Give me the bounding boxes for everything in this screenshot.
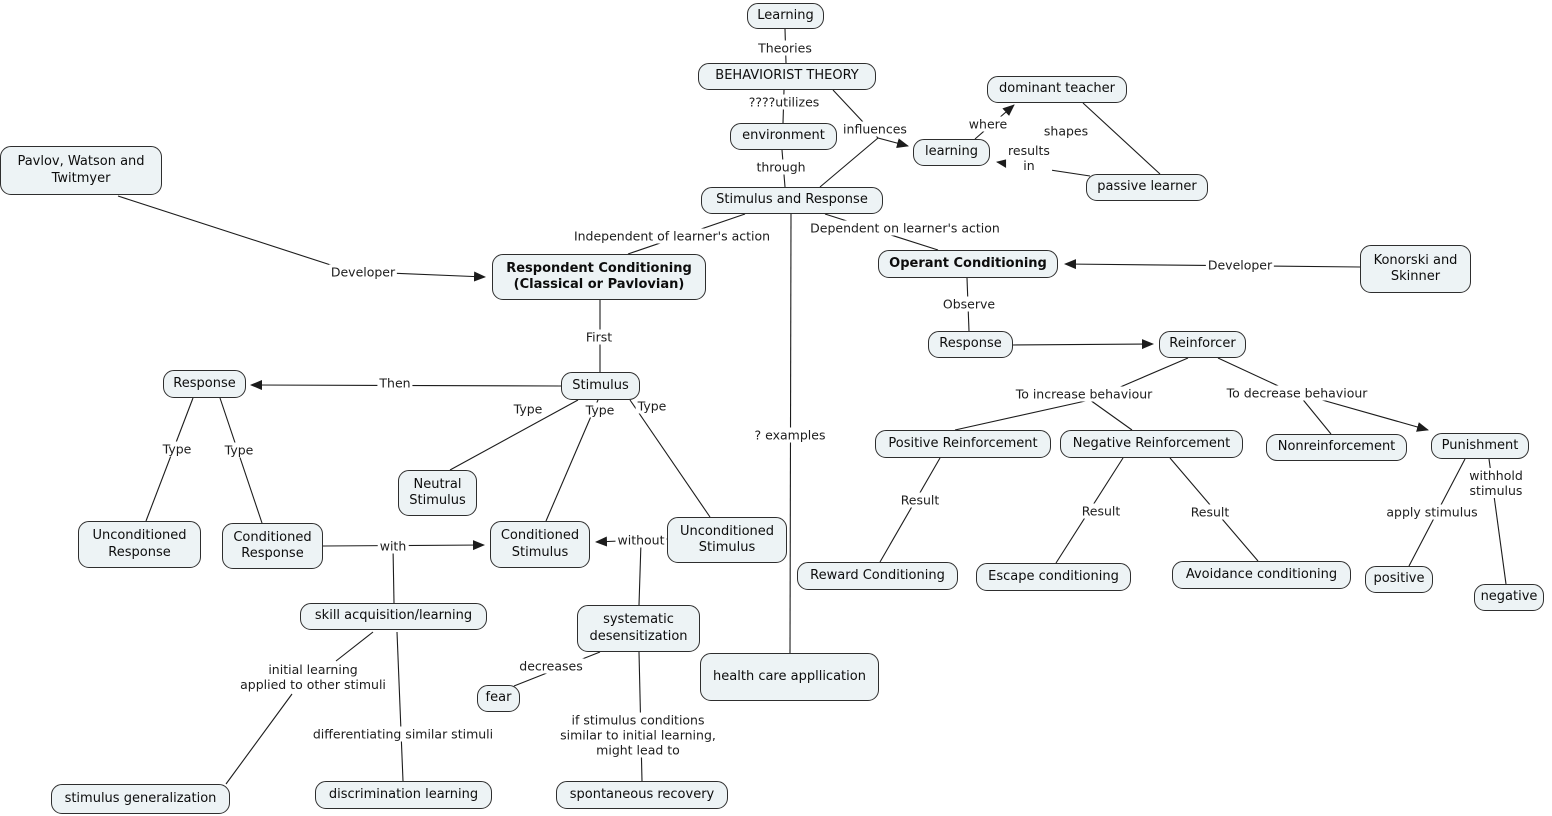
node-stimulus-generalization[interactable]: stimulus generalization [51, 784, 230, 814]
link-label-result: Result [1079, 503, 1123, 519]
node-conditioned-stimulus[interactable]: Conditioned Stimulus [490, 521, 590, 568]
link-label-initial-learning-applied-to-other-stimuli: initial learning applied to other stimul… [238, 662, 388, 692]
link-label-theories: Theories [756, 40, 814, 56]
node-positive-reinforcement[interactable]: Positive Reinforcement [875, 430, 1051, 458]
connector-line-25 [335, 631, 374, 662]
node-spontaneous-recovery[interactable]: spontaneous recovery [556, 781, 728, 809]
link-label-dependent-on-learner-s-action: Dependent on learner's action [808, 220, 1002, 236]
link-label-where: where [966, 116, 1010, 132]
connector-line-4 [819, 137, 879, 188]
node-stimulus-and-response[interactable]: Stimulus and Response [701, 187, 883, 214]
node-systematic-desensitization[interactable]: systematic desensitization [577, 605, 700, 652]
link-label-result: Result [898, 492, 942, 508]
node-dominant-teacher[interactable]: dominant teacher [987, 76, 1127, 103]
connector-line-20 [219, 397, 263, 524]
node-unconditioned-response[interactable]: Unconditioned Response [78, 521, 201, 568]
node-nonreinforcement[interactable]: Nonreinforcement [1266, 434, 1407, 461]
connector-line-38 [1307, 395, 1429, 432]
link-label-through: through [754, 159, 808, 175]
connector-line-39 [879, 457, 941, 563]
node-operant-conditioning[interactable]: Operant Conditioning [878, 250, 1058, 278]
link-label-type: Type [222, 442, 256, 458]
link-label-first: First [583, 329, 615, 345]
link-label-examples: ? examples [752, 427, 828, 443]
link-label-without: without [615, 532, 667, 548]
connector-line-24 [638, 541, 642, 606]
link-label-type: Type [583, 402, 617, 418]
node-health-care-application[interactable]: health care appllication [700, 653, 879, 701]
node-reinforcer[interactable]: Reinforcer [1159, 331, 1246, 358]
node-response[interactable]: Response [163, 370, 246, 398]
connector-line-19 [145, 397, 194, 522]
node-konorski-skinner[interactable]: Konorski and Skinner [1360, 245, 1471, 293]
node-conditioned-response[interactable]: Conditioned Response [222, 523, 323, 569]
node-positive[interactable]: positive [1365, 566, 1433, 593]
node-negative-reinforcement[interactable]: Negative Reinforcement [1060, 430, 1243, 458]
link-label-type: Type [511, 401, 545, 417]
link-label-type: Type [635, 398, 669, 414]
connector-line-35 [1089, 399, 1133, 431]
connector-line-22 [392, 546, 395, 604]
connector-line-18 [629, 399, 711, 518]
connector-line-32 [1012, 339, 1154, 350]
connector-line-16 [449, 399, 579, 471]
node-neutral-stimulus[interactable]: Neutral Stimulus [398, 470, 477, 516]
node-unconditioned-stimulus[interactable]: Unconditioned Stimulus [667, 517, 787, 563]
link-label-withhold-stimulus: withhold stimulus [1467, 468, 1525, 498]
connector-line-11 [117, 195, 341, 269]
link-label-developer: Developer [328, 264, 398, 280]
node-learning[interactable]: Learning [747, 3, 824, 29]
link-label-to-decrease-behaviour: To decrease behaviour [1224, 385, 1370, 401]
link-label-influences: influences [841, 121, 909, 137]
node-stimulus[interactable]: Stimulus [561, 372, 640, 400]
node-learning-outcome[interactable]: learning [913, 139, 990, 166]
link-label-type: Type [160, 441, 194, 457]
link-label-independent-of-learner-s-action: Independent of learner's action [571, 228, 773, 244]
node-behaviorist-theory[interactable]: BEHAVIORIST THEORY [698, 63, 876, 90]
node-respondent-conditioning[interactable]: Respondent Conditioning (Classical or Pa… [492, 254, 706, 300]
node-pavlov-watson-twitmyer[interactable]: Pavlov, Watson and Twitmyer [0, 146, 162, 195]
link-label-observe: Observe [940, 296, 998, 312]
link-label-with: with [377, 538, 409, 554]
node-discrimination-learning[interactable]: discrimination learning [315, 781, 492, 809]
connector-line-34 [954, 399, 1091, 431]
node-negative[interactable]: negative [1474, 584, 1544, 611]
link-label-decreases: decreases [517, 658, 585, 674]
connector-line-7 [1082, 102, 1161, 175]
link-label-shapes: shapes [1041, 123, 1091, 139]
node-response-observed[interactable]: Response [928, 331, 1013, 358]
link-label-results-in: results in [1006, 143, 1052, 173]
link-label-differentiating-similar-stimuli: differentiating similar stimuli [310, 726, 496, 742]
connector-line-26 [225, 693, 293, 785]
connector-line-17 [545, 399, 599, 522]
node-avoidance-conditioning[interactable]: Avoidance conditioning [1172, 561, 1351, 589]
link-label-then: Then [377, 375, 413, 391]
node-escape-conditioning[interactable]: Escape conditioning [976, 563, 1131, 591]
link-label-if-stimulus-conditions-similar-to-initial-: if stimulus conditions similar to initia… [558, 712, 718, 758]
connector-line-27 [396, 631, 404, 782]
node-skill-acquisition-learning[interactable]: skill acquisition/learning [300, 603, 487, 630]
node-fear[interactable]: fear [477, 685, 520, 712]
node-passive-learner[interactable]: passive learner [1086, 174, 1208, 201]
link-label-developer: Developer [1205, 257, 1275, 273]
link-label-utilizes: ????utilizes [746, 94, 822, 110]
link-label-apply-stimulus: apply stimulus [1384, 504, 1480, 520]
connector-line-37 [1299, 395, 1332, 435]
link-label-result: Result [1188, 504, 1232, 520]
node-reward-conditioning[interactable]: Reward Conditioning [797, 562, 958, 590]
connector-line-5 [877, 137, 909, 148]
node-punishment[interactable]: Punishment [1431, 433, 1529, 459]
link-label-to-increase-behaviour: To increase behaviour [1013, 386, 1155, 402]
node-environment[interactable]: environment [730, 123, 837, 150]
